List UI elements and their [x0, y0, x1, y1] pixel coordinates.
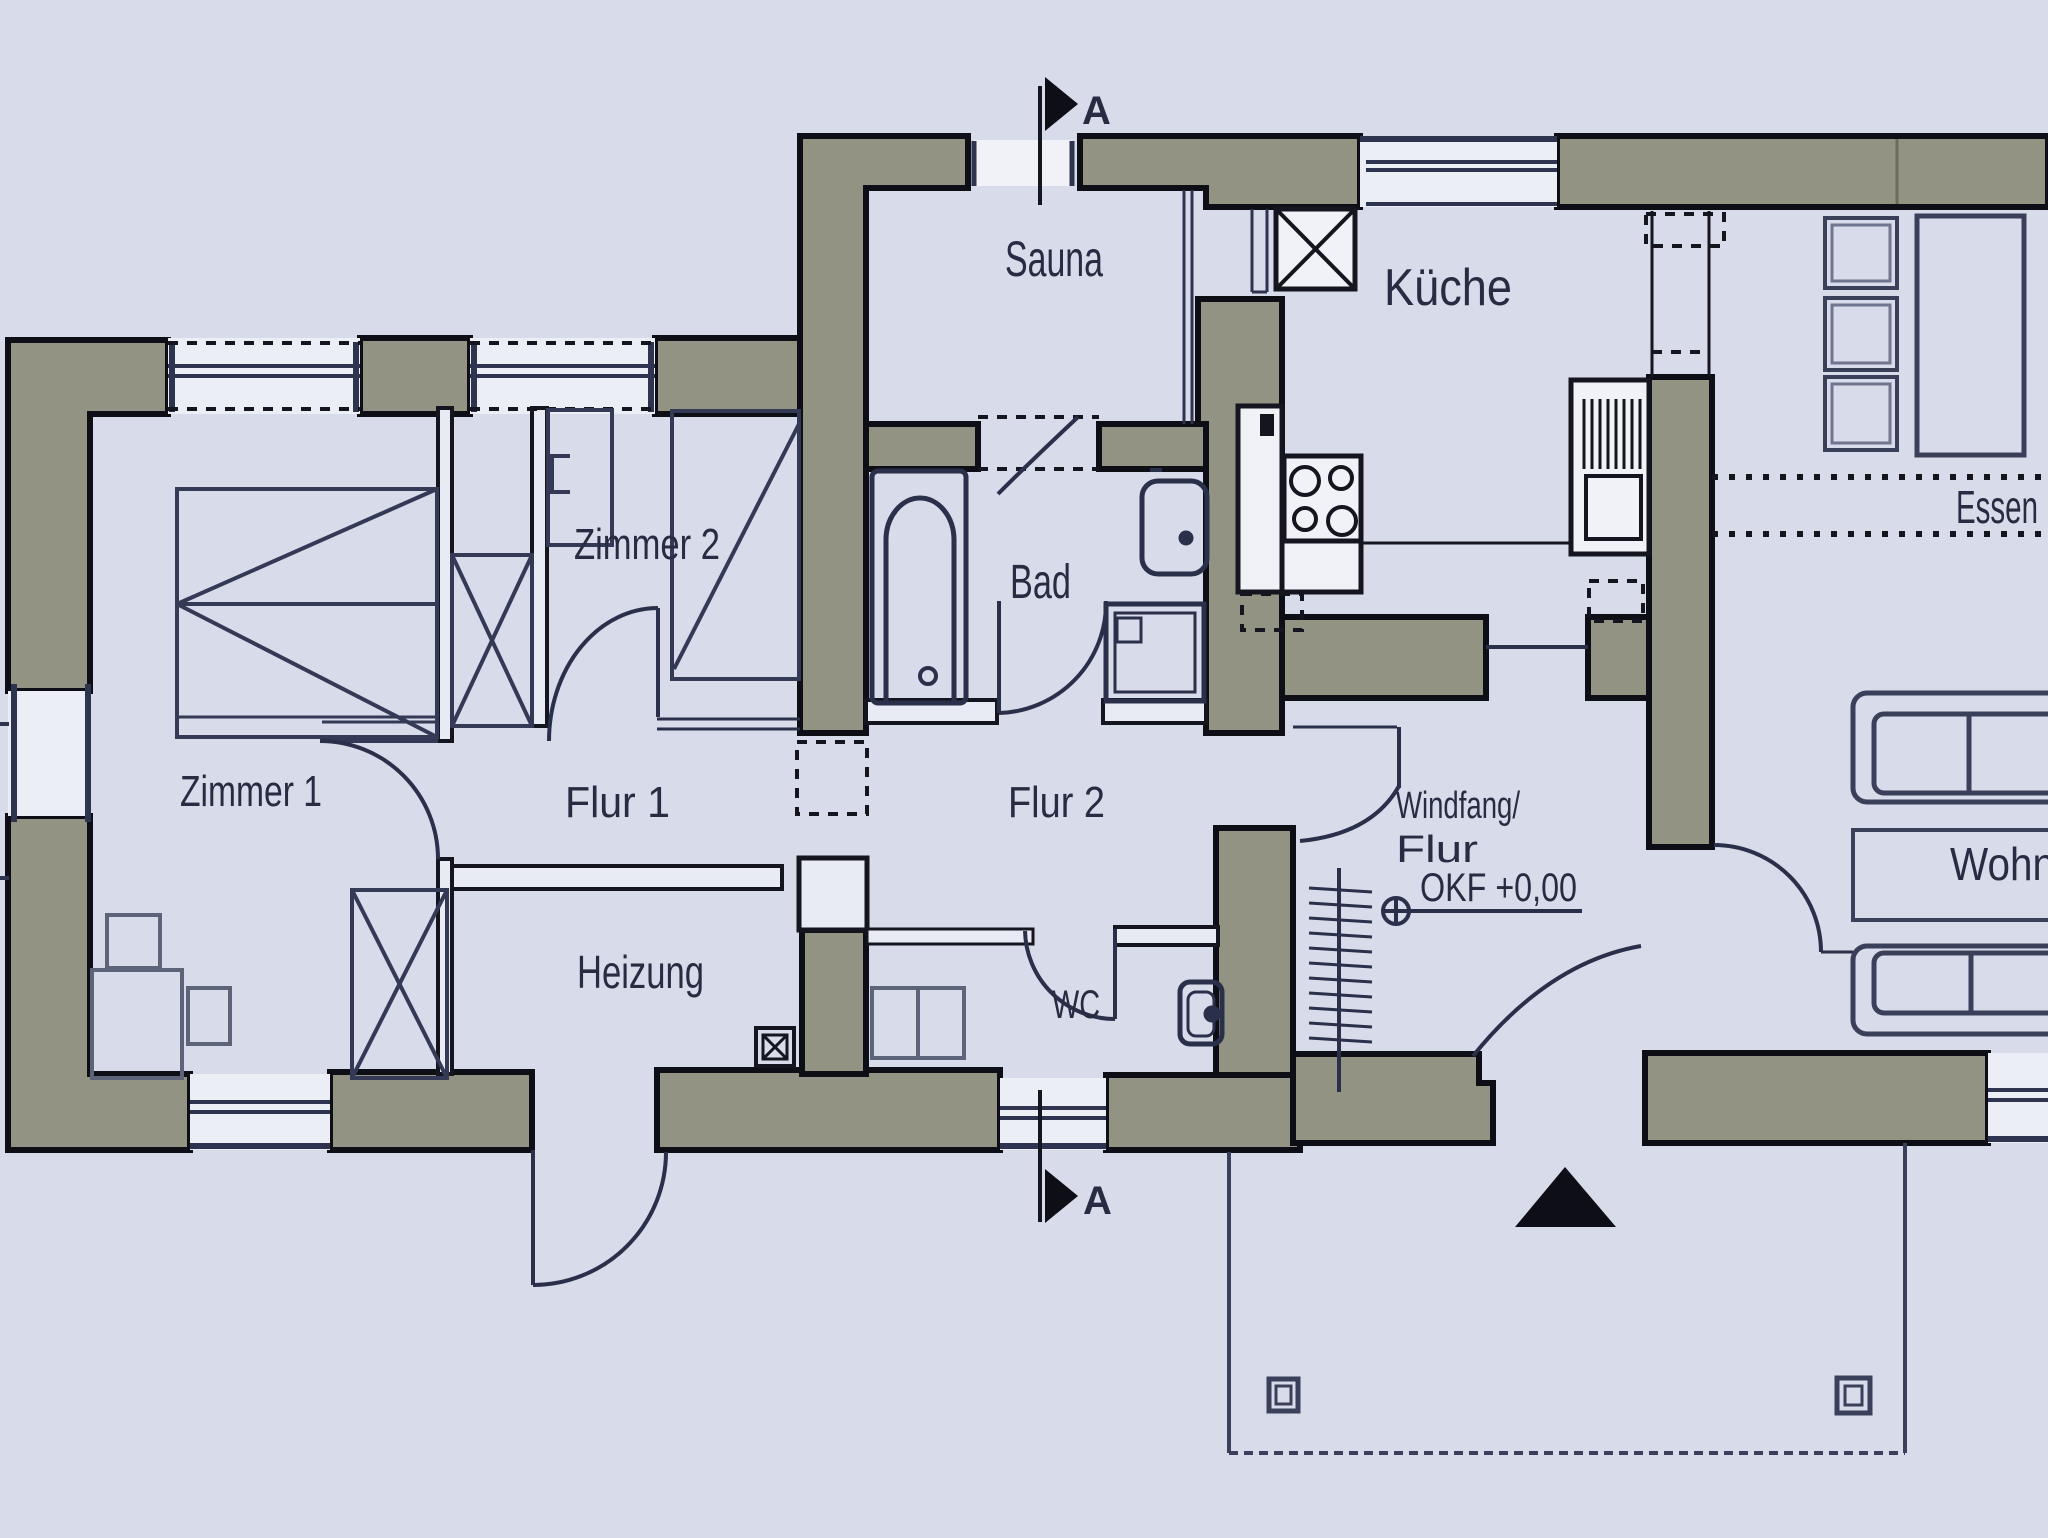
- svg-text:Essen: Essen: [1956, 481, 2038, 533]
- svg-text:A: A: [1083, 1179, 1112, 1223]
- svg-text:Wohnen: Wohnen: [1950, 838, 2048, 890]
- svg-text:Bad: Bad: [1010, 556, 1071, 609]
- svg-text:A: A: [1082, 89, 1111, 133]
- svg-text:Zimmer 2: Zimmer 2: [574, 520, 720, 569]
- svg-text:Küche: Küche: [1384, 259, 1512, 317]
- svg-text:WC: WC: [1052, 983, 1100, 1027]
- svg-text:Flur 2: Flur 2: [1008, 778, 1105, 827]
- svg-text:Flur: Flur: [1396, 829, 1478, 871]
- svg-text:Zimmer 1: Zimmer 1: [180, 767, 322, 816]
- svg-text:Windfang/: Windfang/: [1396, 785, 1520, 827]
- svg-text:Sauna: Sauna: [1005, 231, 1103, 287]
- svg-text:OKF +0,00: OKF +0,00: [1420, 866, 1577, 910]
- svg-text:Flur 1: Flur 1: [565, 778, 670, 827]
- svg-text:Heizung: Heizung: [577, 946, 704, 998]
